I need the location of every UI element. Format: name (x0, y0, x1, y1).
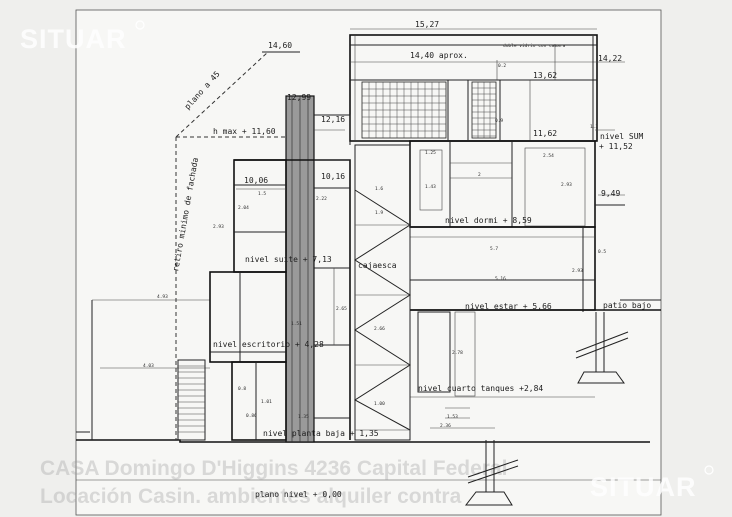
dim-135: 1.35 (298, 414, 309, 420)
ghost-text-2: Locación Casin. ambientes alquiler contr… (40, 485, 462, 508)
ghost-text-1: CASA Domingo D'Higgins 4236 Capital Fede… (40, 457, 507, 480)
dim-266: 2.66 (374, 326, 385, 332)
height-1152: + 11,52 (599, 142, 633, 151)
level-dormi: nivel dormi + 8,59 (445, 216, 532, 225)
dim-22: 2.22 (316, 196, 327, 202)
dim-08: 0.8 (238, 386, 246, 392)
dim-101: 1.01 (261, 399, 272, 405)
height-1422: 14,22 (598, 54, 622, 63)
height-1216: 12,16 (321, 115, 345, 124)
level-suite: nivel suite + 7,13 (245, 255, 332, 264)
height-1440: 14,40 aprox. (410, 51, 468, 60)
height-1016: 10,16 (321, 172, 345, 181)
dim-125: 1.25 (425, 150, 436, 156)
dim-02: 0.2 (498, 63, 506, 69)
ground-line (76, 439, 650, 443)
height-1460: 14,60 (268, 41, 292, 50)
height-1299: 12,99 (287, 93, 311, 102)
dim-254: 2.54 (543, 153, 554, 159)
dim-293: 2.93 (561, 182, 572, 188)
dim-086: 0.86 (246, 413, 257, 419)
dim-2: 2 (478, 172, 481, 178)
dim-151: 1.51 (291, 321, 302, 327)
left-steps (177, 359, 206, 441)
level-patio: patio bajo (603, 301, 651, 310)
dim-516: 5.16 (495, 276, 506, 282)
dim-153: 1.53 (447, 414, 458, 420)
building-outline (209, 34, 598, 443)
dim-05: 0.5 (598, 249, 606, 255)
height-949: 9,49 (601, 189, 620, 198)
height-1006: 10,06 (244, 176, 268, 185)
level-cajaesca: cajaesca (358, 261, 397, 270)
dim-doble: doble vidrio con camara (503, 43, 566, 49)
dim-16: 1.6 (375, 186, 383, 192)
level-hmax: h max + 11,60 (213, 127, 276, 136)
dim-493: 4.93 (157, 294, 168, 300)
dim-09: 0.9 (495, 118, 503, 124)
caja-escalera (354, 144, 411, 441)
level-escritorio: nivel escritorio + 4,28 (213, 340, 324, 349)
height-1162: 11,62 (533, 129, 557, 138)
drawing-frame (75, 9, 662, 516)
level-plano: plano nivel + 0,00 (255, 490, 342, 499)
dim-236: 2.36 (440, 423, 451, 429)
dim-15: 1.5 (258, 191, 266, 197)
dim-293b: 2.93 (213, 224, 224, 230)
foundation-piles (464, 312, 629, 506)
watermark-left: SITUAR (20, 24, 127, 54)
level-cuarto: nivel cuarto tanques +2,84 (418, 384, 543, 393)
level-estar: nivel estar + 5,66 (465, 302, 552, 311)
dim-403: 4.03 (143, 363, 154, 369)
dim-57: 5.7 (490, 246, 498, 252)
height-1527: 15,27 (415, 20, 439, 29)
dim-265: 2.65 (336, 306, 347, 312)
height-1362: 13,62 (533, 71, 557, 80)
dim-143: 1.43 (425, 184, 436, 190)
level-sum: nivel SUM (600, 132, 644, 141)
dim-100: 1.00 (374, 401, 385, 407)
dim-13: 1.3 (590, 124, 598, 130)
dim-204: 2.04 (238, 205, 249, 211)
dim-19: 1.9 (375, 210, 383, 216)
level-plantabaja: nivel planta baja + 1,35 (263, 429, 379, 438)
watermark-right: SITUAR (590, 472, 697, 502)
dim-293c: 2.93 (572, 268, 583, 274)
dim-278: 2.78 (452, 350, 463, 356)
